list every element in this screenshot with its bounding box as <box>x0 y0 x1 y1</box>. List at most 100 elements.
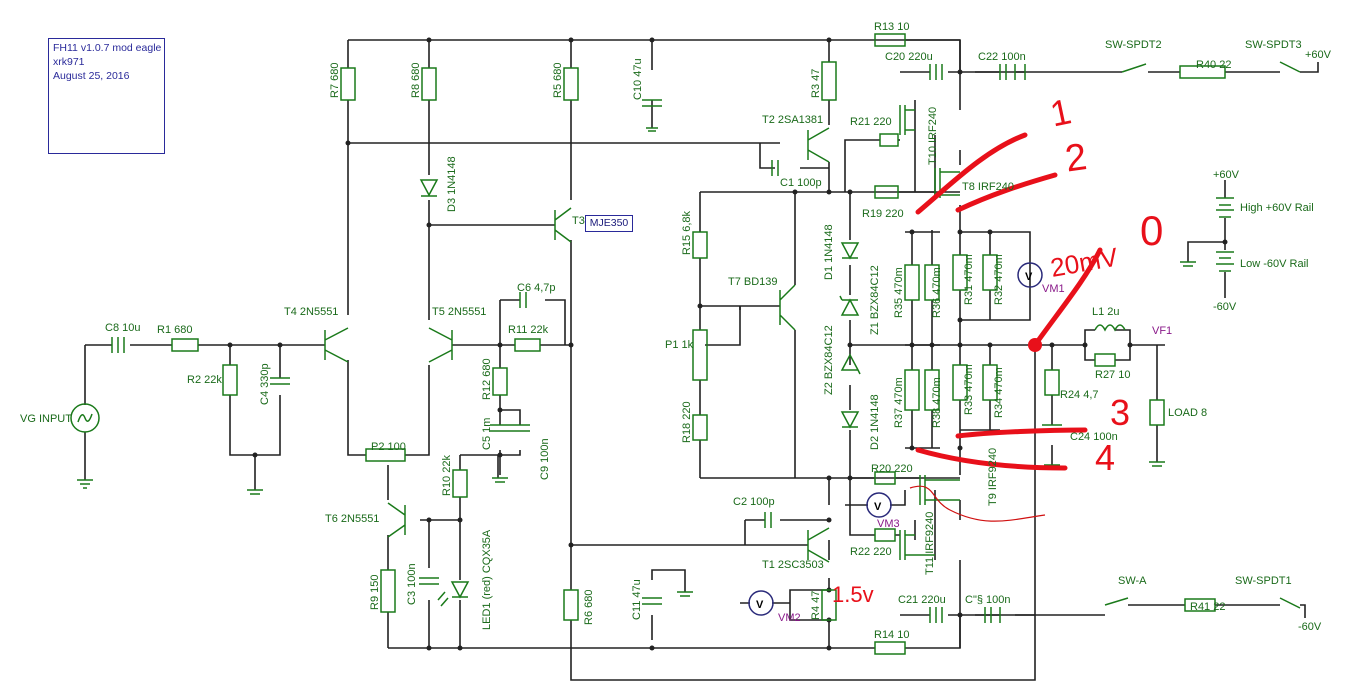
capacitor-c22 <box>999 64 1026 80</box>
resistor-r24 <box>1044 369 1060 396</box>
label-r18: R18 220 <box>681 401 693 443</box>
label-p60b: +60V <box>1213 169 1240 181</box>
annotation-1-5v: 1.5v <box>832 582 874 607</box>
title-text: FH11 v1.0.7 mod eagle <box>53 42 162 54</box>
label-r32: R32 470m <box>993 254 1005 305</box>
capacitor-c8 <box>111 337 125 353</box>
label-r20: R20 220 <box>871 463 913 475</box>
label-c8: C8 10u <box>105 322 140 334</box>
label-r9: R9 150 <box>369 575 381 610</box>
switch-spdt3 <box>1279 61 1301 73</box>
resistor-r15 <box>692 231 708 259</box>
voltmeter-vm3 <box>866 492 892 518</box>
label-vf1: VF1 <box>1152 325 1172 337</box>
label-p60a: +60V <box>1305 49 1332 61</box>
transistor-t7 <box>779 284 796 331</box>
label-sw1: SW-SPDT1 <box>1235 575 1292 587</box>
label-vm1: VM1 <box>1042 283 1065 295</box>
led-led1 <box>450 581 470 599</box>
label-r19: R19 220 <box>862 208 904 220</box>
label-r22: R22 220 <box>850 546 892 558</box>
transistor-t5 <box>428 327 453 363</box>
led-rays <box>437 591 449 607</box>
signal-source-vg <box>70 403 100 433</box>
label-c20: C20 220u <box>885 51 933 63</box>
label-vg: VG INPUT <box>20 413 72 425</box>
inductor-l1 <box>1094 324 1126 332</box>
sources-and-meters <box>70 197 1234 616</box>
label-c6: C6 4,7p <box>517 282 556 294</box>
label-t9: T9 IRF9240 <box>987 448 999 506</box>
label-c2: C2 100p <box>733 496 775 508</box>
label-t7: T7 BD139 <box>728 276 778 288</box>
resistor-r40 <box>1179 65 1226 79</box>
ground-c10 <box>646 127 658 132</box>
resistor-r21 <box>879 133 899 147</box>
transistor-t6 <box>387 502 406 538</box>
resistor-r41 <box>1184 598 1216 612</box>
annotation-zero: 0 <box>1140 207 1163 254</box>
resistor-r35 <box>904 264 920 301</box>
label-t4: T4 2N5551 <box>284 306 338 318</box>
mosfet-t8 <box>934 168 960 198</box>
transistor-t3 <box>554 207 572 243</box>
label-t6: T6 2N5551 <box>325 513 379 525</box>
label-d1: D1 1N4148 <box>823 224 835 280</box>
label-r34: R34 470m <box>993 367 1005 418</box>
battery-high-rail <box>1216 197 1234 218</box>
red-annotations <box>909 132 1103 522</box>
annotation-three: 3 <box>1110 392 1130 433</box>
label-z1: Z1 BZX84C12 <box>869 265 881 335</box>
mosfet-t9 <box>919 475 960 505</box>
label-r2: R2 22k <box>187 374 222 386</box>
label-r5: R5 680 <box>552 63 564 98</box>
capacitor-c6 <box>519 292 527 308</box>
resistor-r7 <box>340 67 356 101</box>
annotation-20mv: 20mV <box>1048 242 1121 283</box>
capacitor-c3 <box>419 577 439 585</box>
voltmeter-vm2 <box>748 590 774 616</box>
label-sw3: SW-SPDT3 <box>1245 39 1302 51</box>
label-d3: D3 1N4148 <box>446 156 458 212</box>
annotation-two: 2 <box>1063 136 1090 181</box>
resistor-r8 <box>421 67 437 101</box>
label-t3: T3 <box>572 215 585 227</box>
diodes <box>419 179 861 607</box>
label-r36: R36 470m <box>931 267 943 318</box>
resistor-r4 <box>821 589 837 621</box>
grounds <box>77 461 1165 597</box>
diode-d3 <box>419 179 439 197</box>
transistor-t1 <box>807 527 830 563</box>
meter-v-vm1: V <box>1025 271 1033 283</box>
label-r3: R3 47 <box>810 69 822 98</box>
label-r35: R35 470m <box>893 267 905 318</box>
label-r21: R21 220 <box>850 116 892 128</box>
capacitor-c21 <box>929 607 943 623</box>
label-c1: C1 100p <box>780 177 822 189</box>
transistor-t4 <box>324 327 349 363</box>
resistor-r18 <box>692 414 708 441</box>
resistor-r9 <box>380 569 396 613</box>
resistor-r27 <box>1094 353 1116 367</box>
resistor-r20 <box>874 471 896 485</box>
meter-v-vm2: V <box>756 599 764 611</box>
label-d2: D2 1N4148 <box>869 394 881 450</box>
resistor-r19 <box>874 185 899 199</box>
voltmeter-vm1 <box>1017 262 1043 288</box>
annotation-stroke-2 <box>955 172 1058 213</box>
label-c-s: C"§ 100n <box>965 594 1011 606</box>
label-r14: R14 10 <box>874 629 909 641</box>
label-r40: R40 22 <box>1196 59 1231 71</box>
label-p2: P2 100 <box>371 441 406 453</box>
label-c24: C24 100n <box>1070 431 1118 443</box>
annotation-one: 1 <box>1046 90 1074 134</box>
annotation-dot-0 <box>1028 338 1042 352</box>
diode-d2 <box>840 411 860 429</box>
resistor-load <box>1149 399 1165 426</box>
resistor-r12 <box>492 367 508 396</box>
label-c11: C11 47u <box>631 579 643 620</box>
capacitor-c20 <box>929 64 943 80</box>
label-t1: T1 2SC3503 <box>762 559 824 571</box>
annotation-text: 1 2 0 20mV 3 4 1.5v <box>832 90 1163 607</box>
